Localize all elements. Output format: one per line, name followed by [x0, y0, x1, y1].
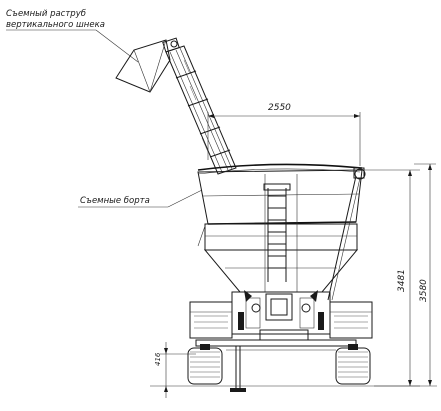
dimension-2550: 2550 [207, 103, 361, 166]
right-wheel [335, 344, 371, 385]
dimension-2550-label: 2550 [268, 103, 291, 113]
callout-spout-line2: вертикального шнека [6, 20, 105, 30]
callout-sides: Съемные борта [80, 196, 150, 206]
right-support-strut [327, 167, 366, 301]
dimension-clearance-label: 416 [154, 352, 162, 366]
callout-spout-leader [95, 29, 139, 63]
dimension-3481: 3481 [364, 169, 420, 387]
callout-spout-line1: Съемный раструб [6, 9, 86, 19]
left-wheel [187, 344, 223, 385]
dimension-3481-label: 3481 [397, 269, 407, 292]
parking-jack [230, 346, 246, 392]
axle-assembly [189, 301, 373, 351]
dimension-clearance: 416 [154, 342, 196, 398]
dimension-3580-label: 3580 [419, 279, 429, 302]
hopper-body [197, 163, 363, 293]
left-side-strut [197, 225, 206, 247]
callout-sides-leader [167, 189, 203, 208]
removable-spout [115, 37, 180, 93]
ladder [263, 183, 291, 282]
chassis [231, 290, 331, 341]
dimension-3580: 3580 [414, 163, 436, 386]
vertical-auger [165, 40, 237, 175]
